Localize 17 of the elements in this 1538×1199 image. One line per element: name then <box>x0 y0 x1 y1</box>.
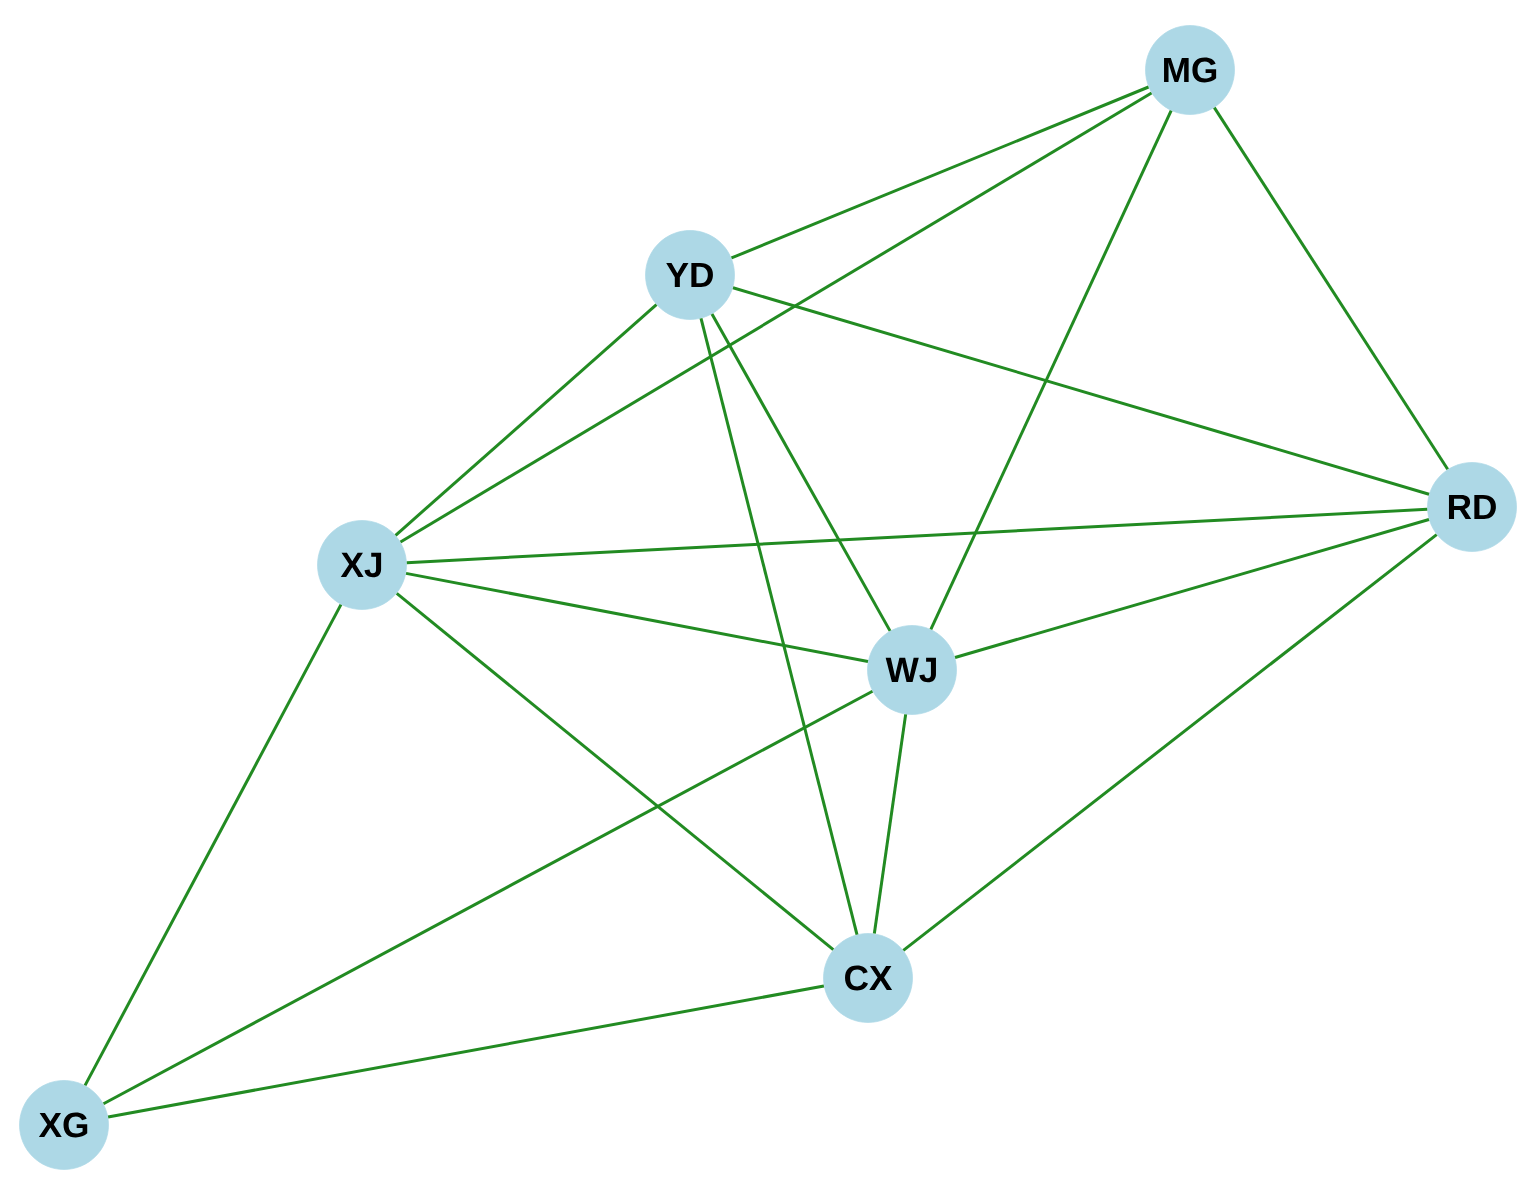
edge-line <box>730 85 1150 260</box>
edge-line <box>699 318 859 935</box>
edge-line <box>710 313 892 632</box>
edge-line <box>399 91 1153 544</box>
edge-line <box>872 714 908 934</box>
edge-line <box>107 984 825 1119</box>
edge-line <box>405 571 869 664</box>
edge-line <box>395 592 835 951</box>
edge-line <box>732 286 1430 496</box>
edge-line <box>954 518 1430 659</box>
edge-line <box>406 507 1428 565</box>
edge-line <box>83 603 343 1087</box>
edge-line <box>102 689 874 1106</box>
edge-line <box>929 110 1173 630</box>
edge-line <box>1213 106 1449 471</box>
edge-line <box>902 533 1438 952</box>
edge-line <box>394 303 658 537</box>
